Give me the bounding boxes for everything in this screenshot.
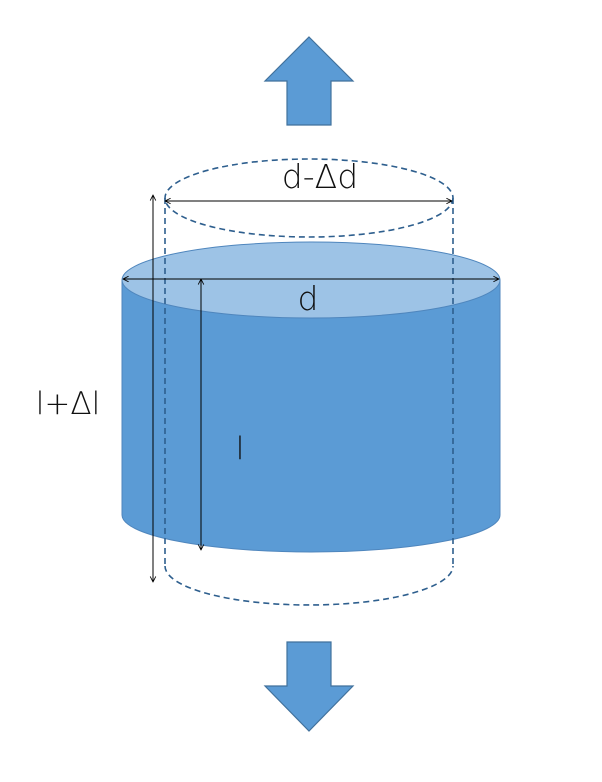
original-length-label: l bbox=[236, 431, 245, 467]
dimension-lines bbox=[123, 195, 499, 582]
cylinder-body bbox=[121, 279, 501, 553]
tension-arrow-up-icon bbox=[263, 36, 355, 126]
original-diameter-label: d bbox=[298, 279, 319, 318]
original-cylinder bbox=[121, 241, 501, 553]
deformed-diameter-label: d-Δd bbox=[282, 157, 358, 196]
deformed-length-label: l+Δl bbox=[36, 386, 100, 422]
deformed-bottom-arc bbox=[164, 565, 454, 606]
tension-arrow-down-icon bbox=[263, 641, 355, 732]
